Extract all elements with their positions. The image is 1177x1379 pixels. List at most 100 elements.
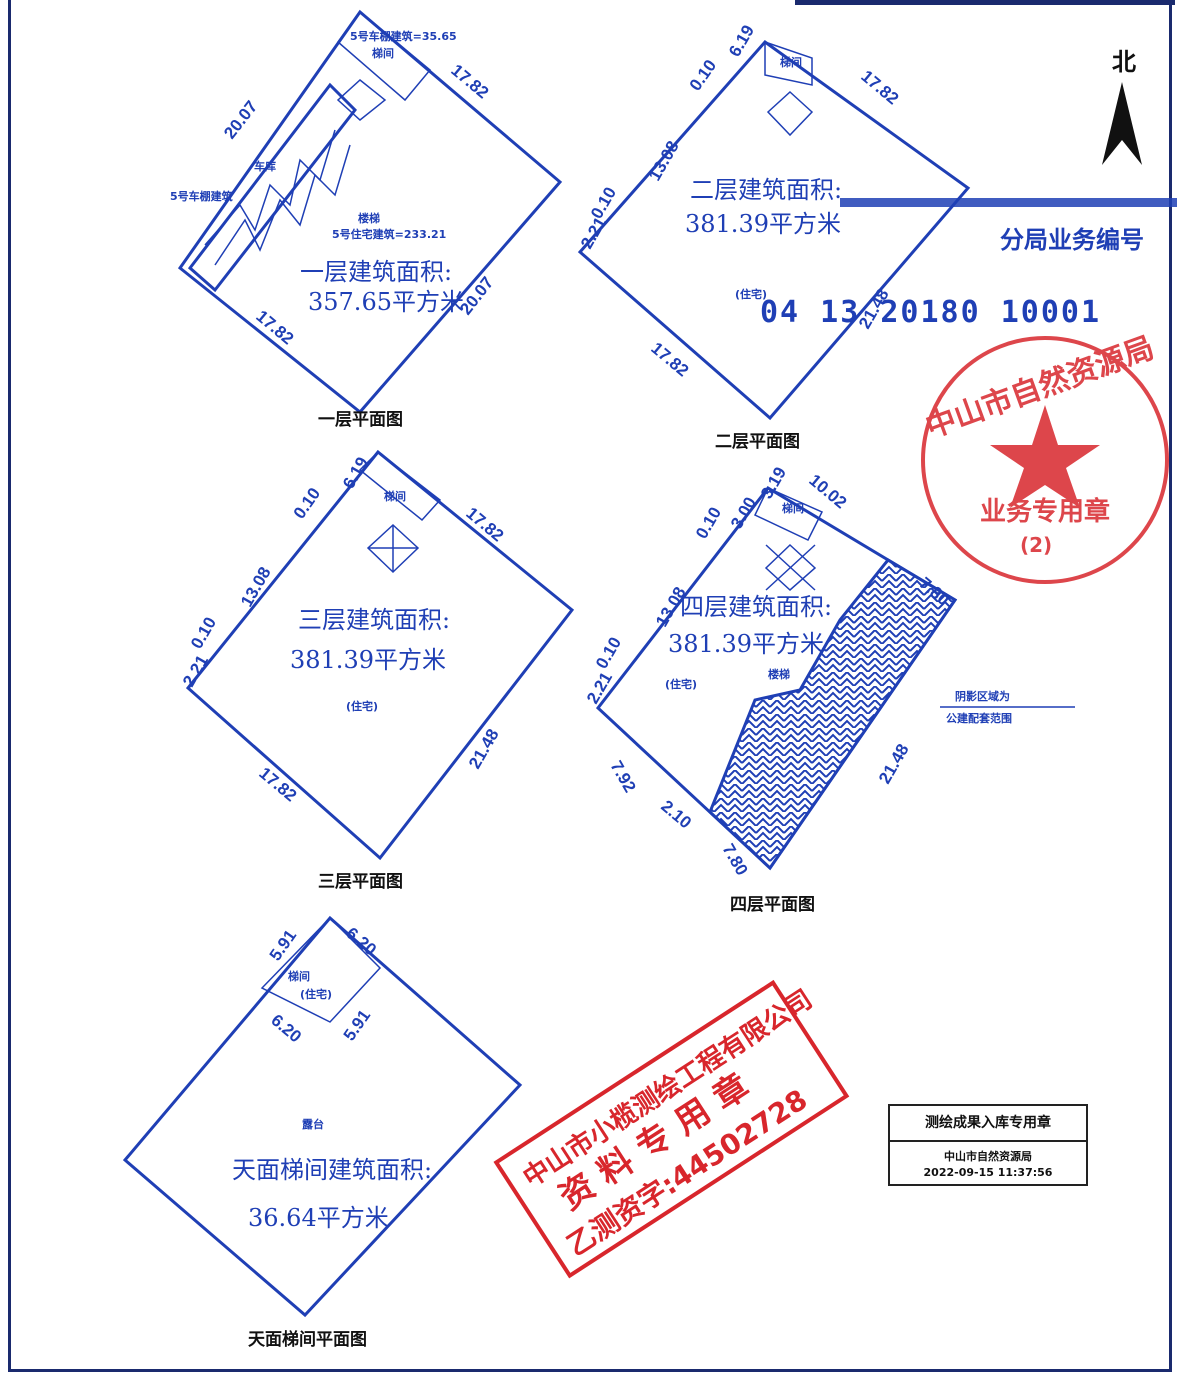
roof-note-2: (住宅) xyxy=(300,987,332,1001)
floor3-plan: 梯间 6.19 0.10 17.82 13.08 0.10 2.21 17.82… xyxy=(179,449,575,892)
floor2-outline xyxy=(577,39,971,421)
floor3-outline xyxy=(185,449,575,861)
floor2-note-2: (住宅) xyxy=(735,287,767,301)
north-arrow-icon xyxy=(1102,82,1142,165)
top-edge-bar xyxy=(795,0,1175,5)
floor3-dim-2: 0.10 xyxy=(290,484,325,522)
floor1-dim-1: 20.07 xyxy=(220,97,261,142)
floor3-stair xyxy=(358,451,442,522)
floor1-note-1: 5号车棚建筑=35.65 xyxy=(350,29,457,43)
floor4-area-value: 381.39平方米 xyxy=(668,630,824,658)
floor1-area-value: 357.65平方米 xyxy=(308,288,464,316)
floor4-plan: 梯间 楼梯 3.19 3.00 0.10 10.02 13.08 0.10 2.… xyxy=(583,464,1075,915)
floor1-note-4: 5号车棚建筑 xyxy=(170,189,233,203)
floor2-dim-3: 17.82 xyxy=(857,67,902,109)
floor2-dim-4: 13.08 xyxy=(645,138,683,184)
floor4-note-1: 梯间 xyxy=(782,501,804,515)
floor4-shaded-area xyxy=(708,558,958,871)
floor3-dim-5: 0.10 xyxy=(187,614,220,652)
roof-dim-3: 6.20 xyxy=(267,1011,305,1047)
seal-ring xyxy=(921,336,1169,584)
floor3-caption: 三层平面图 xyxy=(318,872,403,892)
seal-text-2: 业务专用章 xyxy=(980,496,1110,527)
floor4-dim-12: 21.48 xyxy=(875,741,913,787)
floor3-use: (住宅) xyxy=(346,699,378,713)
floor1-dim-2: 17.82 xyxy=(447,61,492,103)
floor4-dim-4: 10.02 xyxy=(805,471,850,513)
floor1-note-3: 车库 xyxy=(254,159,276,173)
roof-area-value: 36.64平方米 xyxy=(248,1204,389,1232)
floor2-plan: 梯间 (住宅) 6.19 0.10 17.82 13.08 0.10 2.21 … xyxy=(577,22,971,452)
floor2-area-value: 381.39平方米 xyxy=(685,210,841,238)
floor3-area-label: 三层建筑面积: xyxy=(298,606,450,634)
floor2-stair-mark xyxy=(766,90,814,137)
floor4-dim-9: 7.92 xyxy=(607,758,640,796)
floor4-area-label: 四层建筑面积: xyxy=(680,593,832,621)
floor1-note-5: 楼梯 xyxy=(358,211,380,225)
company-stamp-line1: 中山市小榄测绘工程有限公司 xyxy=(518,984,818,1194)
floor3-dim-1: 6.19 xyxy=(339,454,372,492)
floor4-stair-cross-2 xyxy=(765,544,816,591)
floor4-dim-10: 2.10 xyxy=(657,797,695,833)
archive-stamp-org: 中山市自然资源局 xyxy=(944,1150,1032,1163)
floor1-caption: 一层平面图 xyxy=(318,410,403,430)
floor4-note-2: 楼梯 xyxy=(768,667,790,681)
roof-stair xyxy=(260,916,382,1023)
floor2-area-label: 二层建筑面积: xyxy=(690,176,842,204)
floor2-dim-2: 0.10 xyxy=(686,56,721,94)
floor1-note-6: 5号住宅建筑=233.21 xyxy=(332,227,446,241)
roof-area-label: 天面梯间建筑面积: xyxy=(232,1156,432,1184)
roof-plan: 梯间 (住宅) 露台 5.91 6.20 6.20 5.91 天面梯间建筑面积:… xyxy=(122,915,523,1350)
seal-text-3: (2) xyxy=(1020,533,1052,557)
archive-stamp: 测绘成果入库专用章 中山市自然资源局 2022-09-15 11:37:56 xyxy=(888,1104,1088,1186)
overprint-rule xyxy=(840,198,1177,207)
roof-caption: 天面梯间平面图 xyxy=(248,1329,367,1350)
floor4-dim-7: 2.21 xyxy=(583,669,616,707)
floor3-area-value: 381.39平方米 xyxy=(290,646,446,674)
floor1-area-label: 一层建筑面积: xyxy=(300,258,452,286)
company-stamp-frame xyxy=(493,979,850,1279)
floor3-note-1: 梯间 xyxy=(384,489,406,503)
red-round-seal: 中山市自然资源局 业务专用章 (2) xyxy=(921,330,1169,584)
floor1-stair-mark xyxy=(336,79,387,121)
archive-stamp-title: 测绘成果入库专用章 xyxy=(890,1106,1086,1142)
roof-note-3: 露台 xyxy=(302,1117,324,1131)
roof-note-1: 梯间 xyxy=(288,969,310,983)
floor1-zigzag xyxy=(204,129,336,246)
floor3-dim-7: 17.82 xyxy=(255,764,300,806)
north-arrow: 北 xyxy=(1102,47,1142,165)
floor4-dim-2: 3.00 xyxy=(727,494,760,532)
overprint-bureau-line: 分局业务编号 xyxy=(1000,226,1144,254)
floor4-dim-3: 0.10 xyxy=(692,504,725,542)
floor1-zigzag-2 xyxy=(214,144,351,266)
seal-star-icon xyxy=(990,405,1100,508)
floor1-stair xyxy=(336,10,432,102)
north-label: 北 xyxy=(1112,47,1136,76)
floor3-dim-8: 21.48 xyxy=(465,726,503,772)
floor4-legend-1: 阴影区域为 xyxy=(955,689,1010,703)
floor3-dim-6: 2.21 xyxy=(179,652,212,690)
floor2-note-1: 梯间 xyxy=(780,55,802,69)
floor4-caption: 四层平面图 xyxy=(730,895,815,915)
overprint-band: 分局业务编号 04 13 20180 10001 xyxy=(760,198,1177,330)
floor4-stair xyxy=(753,487,824,541)
floor2-caption: 二层平面图 xyxy=(715,432,800,452)
overprint-serial: 04 13 20180 10001 xyxy=(760,295,1101,330)
floor1-outline xyxy=(177,9,563,415)
floor1-note-2: 梯间 xyxy=(372,46,394,60)
floor4-stair-mark xyxy=(764,543,817,592)
roof-dim-4: 5.91 xyxy=(340,1006,375,1044)
company-stamp: 中山市小榄测绘工程有限公司 资 料 专 用 章 乙测资字:44502728 xyxy=(493,979,850,1279)
floor1-garage xyxy=(187,82,357,293)
floor4-legend-2: 公建配套范围 xyxy=(946,711,1012,725)
archive-stamp-datetime: 2022-09-15 11:37:56 xyxy=(923,1166,1053,1179)
floor1-plan: 20.07 17.82 17.82 20.07 5号车棚建筑=35.65 梯间 … xyxy=(170,9,563,430)
floor2-stair xyxy=(764,40,813,86)
roof-outline xyxy=(122,915,523,1318)
floor2-dim-6: 2.21 xyxy=(577,214,610,252)
floor4-use: (住宅) xyxy=(665,677,697,691)
page-border xyxy=(8,0,1172,1372)
roof-dim-2: 6.20 xyxy=(342,924,380,960)
